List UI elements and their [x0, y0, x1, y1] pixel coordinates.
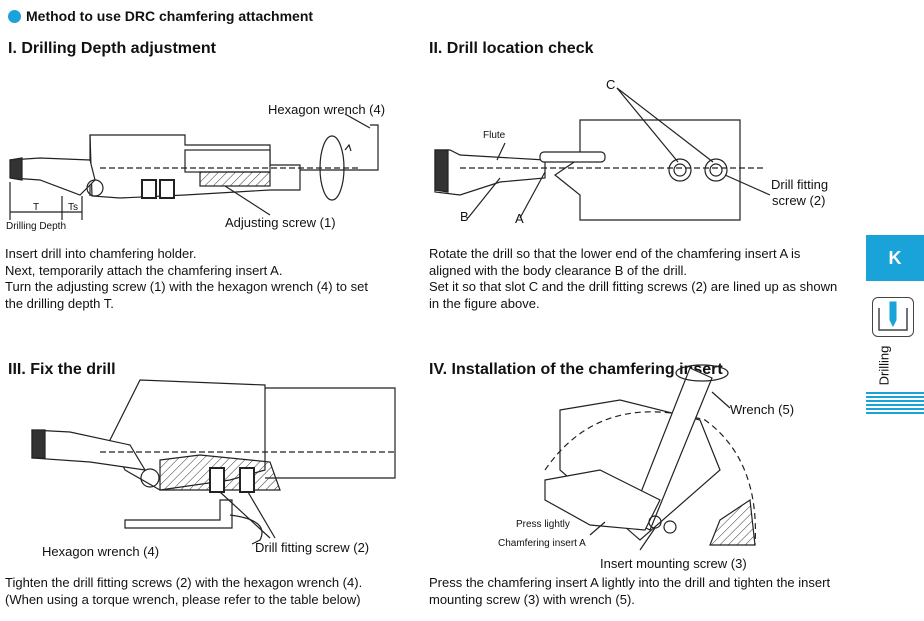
section-1-title: I. Drilling Depth adjustment: [8, 40, 217, 57]
label-press-lightly: Press lightly: [516, 519, 570, 530]
label-ts: Ts: [68, 202, 78, 213]
diagram-insert-installation: [544, 364, 757, 551]
section-2-text: Rotate the drill so that the lower end o…: [429, 246, 838, 311]
section-4-text: Press the chamfering insert A lightly in…: [429, 575, 831, 607]
label-drill-fitting-1: Drill fitting: [771, 177, 829, 192]
diagram-drill-location: [434, 87, 771, 221]
category-label: Drilling: [876, 342, 900, 392]
section-4-title: IV. Installation of the chamfering inser…: [429, 361, 723, 378]
section-2-title: II. Drill location check: [429, 40, 594, 57]
category-stripes: [866, 392, 924, 414]
label-hex-wrench-3: Hexagon wrench (4): [42, 544, 160, 559]
label-drill-fitting-2: screw (2): [772, 193, 826, 208]
bullet-dot-icon: [8, 9, 21, 23]
label-flute: Flute: [483, 130, 506, 141]
label-chamfering-insert-a: Chamfering insert A: [498, 538, 586, 549]
label-slot-c: C: [606, 77, 616, 92]
page-header: Method to use DRC chamfering attachment: [8, 8, 313, 24]
diagram-depth-adjustment: [9, 113, 379, 220]
label-drilling-depth: Drilling Depth: [6, 221, 67, 232]
section-3-title: III. Fix the drill: [8, 361, 116, 378]
chapter-tab-k[interactable]: K: [866, 235, 924, 281]
drill-in-hole-icon: [872, 297, 914, 337]
section-1-text: Insert drill into chamfering holder. Nex…: [5, 246, 368, 311]
section-3-text: Tighten the drill fitting screws (2) wit…: [5, 575, 363, 607]
page-title: Method to use DRC chamfering attachment: [26, 8, 314, 24]
category-label-text: Drilling: [876, 345, 892, 386]
label-t: T: [33, 202, 40, 213]
diagram-fix-drill: [31, 379, 396, 545]
label-fitting-screw-3: Drill fitting screw (2): [255, 540, 370, 555]
label-a: A: [515, 211, 524, 226]
label-adjusting-screw: Adjusting screw (1): [225, 215, 336, 230]
label-hex-wrench-1: Hexagon wrench (4): [268, 102, 386, 117]
label-wrench-5: Wrench (5): [730, 402, 795, 417]
label-insert-mounting-screw: Insert mounting screw (3): [600, 556, 747, 571]
label-b: B: [460, 209, 469, 224]
